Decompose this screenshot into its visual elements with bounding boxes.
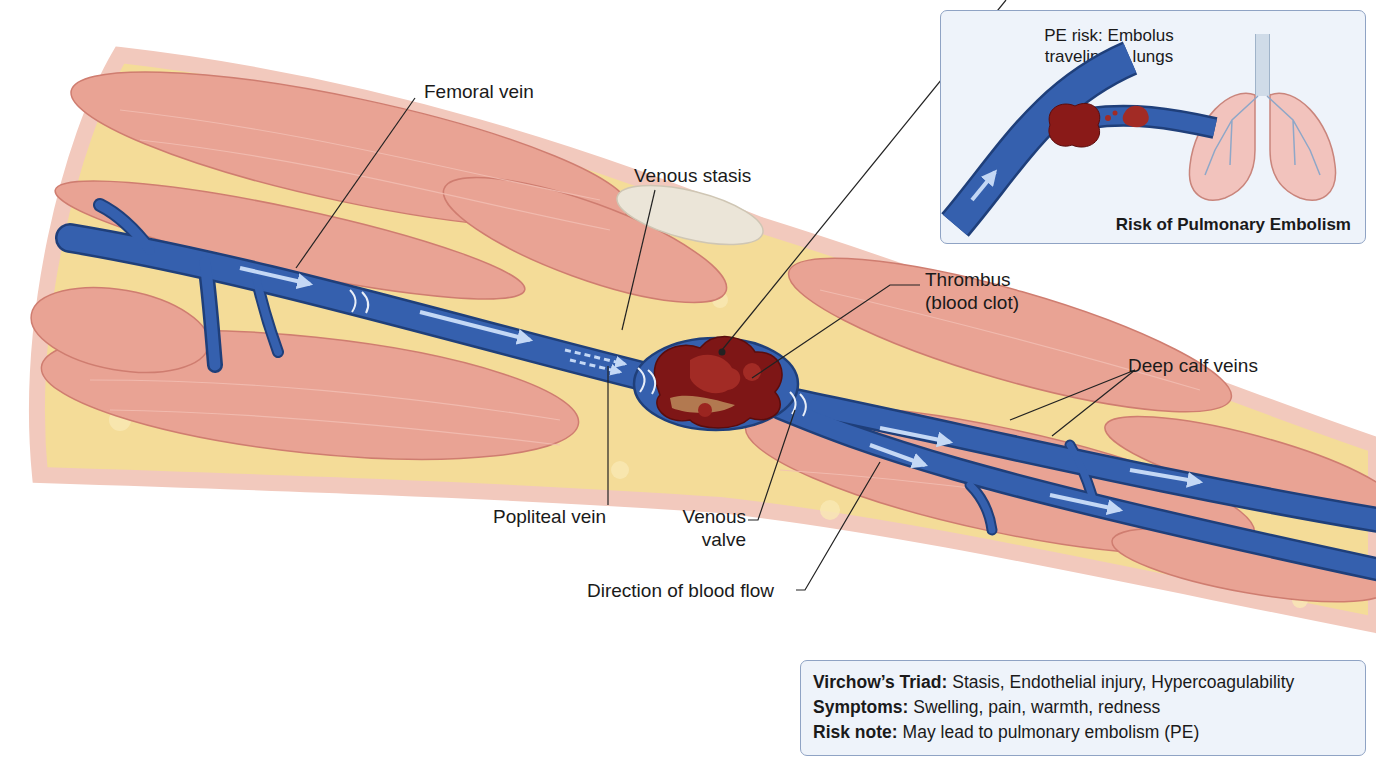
flow-arrow <box>240 268 1200 510</box>
note-lines: Virchow’s Triad:Stasis, Endothelial inju… <box>813 670 1294 745</box>
part-label: Thrombus (blood clot) <box>925 268 1065 314</box>
note-value: May lead to pulmonary embolism (PE) <box>903 722 1200 742</box>
part-label: Femoral vein <box>424 80 534 103</box>
note-key: Risk note: <box>813 722 898 742</box>
note-key: Symptoms: <box>813 697 908 717</box>
thrombus <box>654 337 782 428</box>
note-line: Virchow’s Triad:Stasis, Endothelial inju… <box>813 670 1294 695</box>
part-label: Venous valve <box>668 505 746 551</box>
note-line: Symptoms:Swelling, pain, warmth, redness <box>813 695 1294 720</box>
venous-valve <box>350 290 806 416</box>
part-label: Venous stasis <box>634 164 751 187</box>
inset-box: PE risk: Embolus traveling to lungsRisk … <box>940 10 1366 244</box>
part-label: Deep calf veins <box>1128 354 1258 377</box>
note-key: Virchow’s Triad: <box>813 672 947 692</box>
vein <box>70 205 1376 572</box>
inset-title: Risk of Pulmonary Embolism <box>1116 214 1351 235</box>
leader-dot <box>719 349 726 356</box>
vein-outline <box>70 205 1376 572</box>
part-label: Direction of blood flow <box>587 579 774 602</box>
note-value: Swelling, pain, warmth, redness <box>913 697 1160 717</box>
part-label: Popliteal vein <box>493 505 606 528</box>
note-line: Risk note:May lead to pulmonary embolism… <box>813 720 1294 745</box>
note-value: Stasis, Endothelial injury, Hypercoagula… <box>952 672 1294 692</box>
note-box: Virchow’s Triad:Stasis, Endothelial inju… <box>800 660 1366 756</box>
flow-arrow-dashed <box>565 350 625 372</box>
inset-caption: PE risk: Embolus traveling to lungs <box>1029 25 1189 67</box>
